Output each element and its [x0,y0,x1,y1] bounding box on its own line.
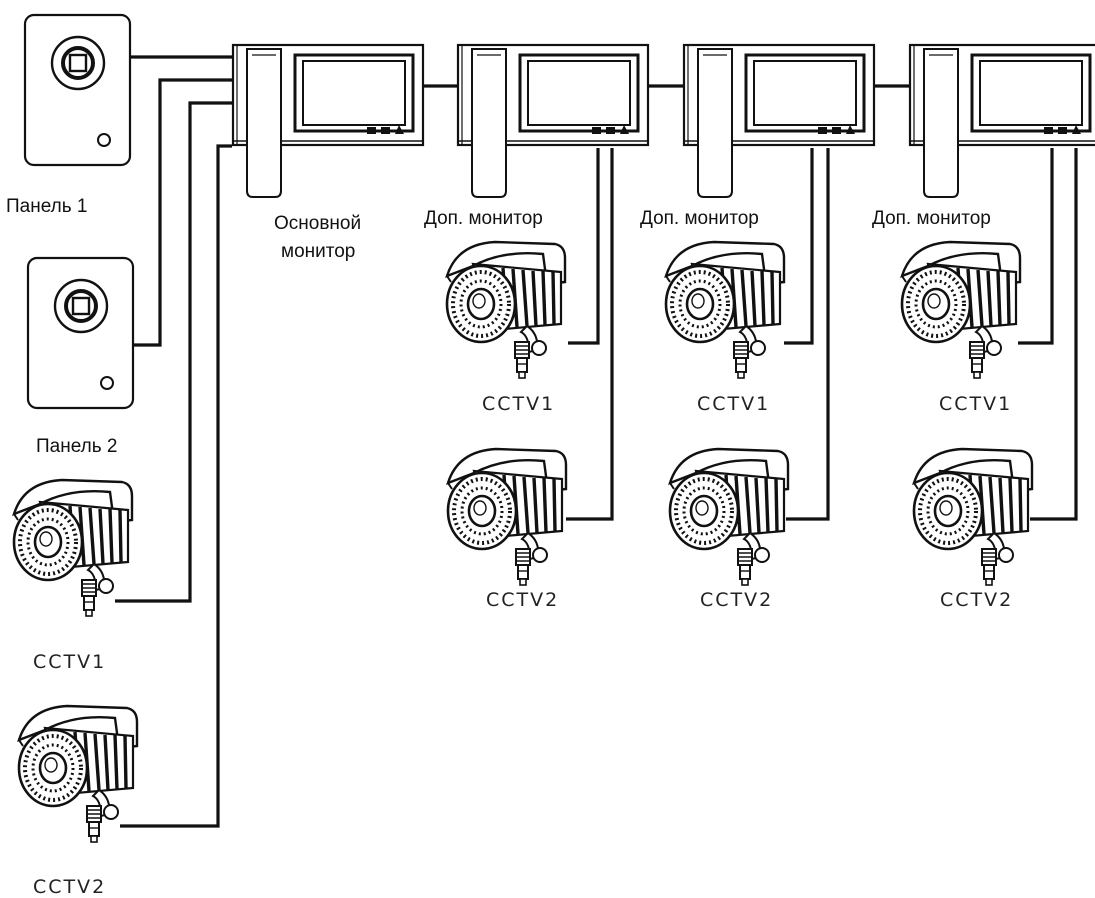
extra3-cctv1-camera [900,240,1022,380]
extra-monitor-2-label: Доп. монитор [640,208,759,229]
main-cctv2-label: CCTV2 [33,876,106,898]
extra2-cctv2-camera [668,447,790,587]
extra-monitor-1 [456,43,650,199]
extra1-cctv1-camera [445,240,567,380]
extra-monitor-3-label: Доп. монитор [872,208,991,229]
main-cctv2-camera [17,704,139,844]
wiring [115,55,1078,828]
extra3-cctv2-label: CCTV2 [940,589,1013,611]
panel-2-label: Панель 2 [36,436,117,457]
door-panel-1 [23,13,132,167]
extra2-cctv1-camera [664,240,786,380]
main-monitor-label-line2: монитор [281,241,355,262]
main-monitor-label-line1: Основной [274,213,361,234]
extra3-cctv2-camera [912,447,1034,587]
extra2-cctv1-label: CCTV1 [697,393,770,415]
extra1-cctv1-label: CCTV1 [482,393,555,415]
extra-monitor-3 [908,43,1095,199]
extra-monitor-1-label: Доп. монитор [424,208,543,229]
extra1-cctv2-label: CCTV2 [486,589,559,611]
main-cctv1-label: CCTV1 [33,651,106,673]
door-panel-2 [26,256,135,410]
extra-monitor-2 [682,43,876,199]
main-monitor [231,43,425,199]
panel-1-label: Панель 1 [6,196,87,217]
extra2-cctv2-label: CCTV2 [700,589,773,611]
extra1-cctv2-camera [446,447,568,587]
main-cctv1-camera [12,478,134,618]
extra3-cctv1-label: CCTV1 [939,393,1012,415]
